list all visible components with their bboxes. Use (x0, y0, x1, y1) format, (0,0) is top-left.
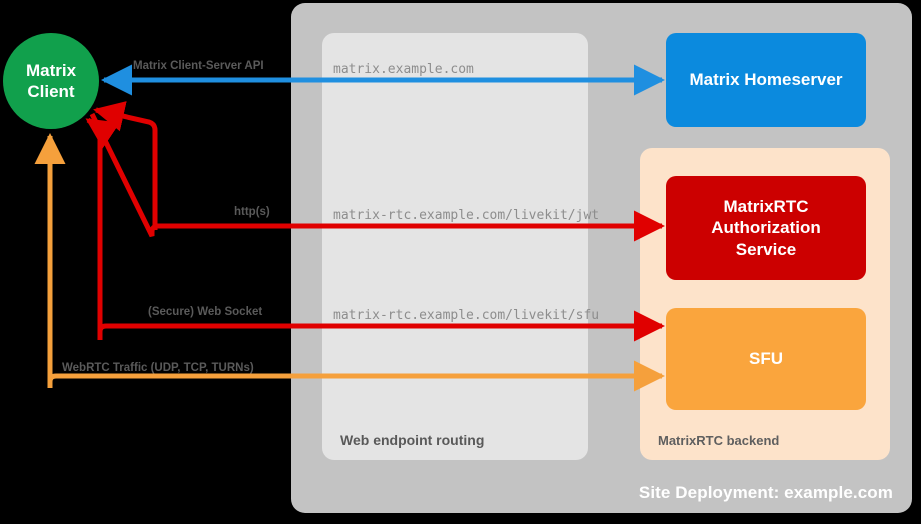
node-auth-line1: MatrixRTC (723, 197, 809, 217)
web-endpoint-routing-label: Web endpoint routing (340, 432, 485, 448)
edge-sfu-websocket (97, 310, 666, 342)
edge-webrtc (47, 360, 666, 392)
web-endpoint-routing-container: Web endpoint routing (322, 33, 588, 460)
node-matrix-client-line1: Matrix (25, 60, 77, 80)
node-sfu[interactable]: SFU (666, 308, 866, 410)
node-auth-line3: Service (735, 239, 797, 259)
node-matrix-client-line2: Client (27, 82, 75, 101)
edge-label-client-server-api: Matrix Client-Server API (133, 60, 264, 72)
edge-jwt-client-arrow (93, 101, 158, 230)
edge-sfu-websocket-client-arrow (85, 117, 120, 334)
matrixrtc-backend-label: MatrixRTC backend (658, 433, 780, 448)
node-auth-line2: Authorization (711, 218, 821, 238)
node-matrix-client[interactable]: Matrix Client (3, 33, 99, 129)
endpoint-label-jwt: matrix-rtc.example.com/livekit/jwt (333, 208, 600, 223)
site-deployment-label: Site Deployment: example.com (638, 483, 893, 502)
edge-label-http-s: http(s) (234, 206, 270, 218)
node-matrix-homeserver-label: Matrix Homeserver (689, 70, 843, 90)
edge-label-secure-web-socket: (Secure) Web Socket (148, 306, 263, 318)
node-matrix-homeserver[interactable]: Matrix Homeserver (666, 33, 866, 127)
node-matrixrtc-authorization-service[interactable]: MatrixRTC Authorization Service (666, 176, 866, 280)
endpoint-label-matrix: matrix.example.com (333, 62, 474, 77)
node-sfu-label: SFU (749, 349, 783, 369)
edge-label-webrtc-traffic: WebRTC Traffic (UDP, TCP, TURNs) (62, 362, 254, 374)
endpoint-label-sfu: matrix-rtc.example.com/livekit/sfu (333, 308, 600, 323)
